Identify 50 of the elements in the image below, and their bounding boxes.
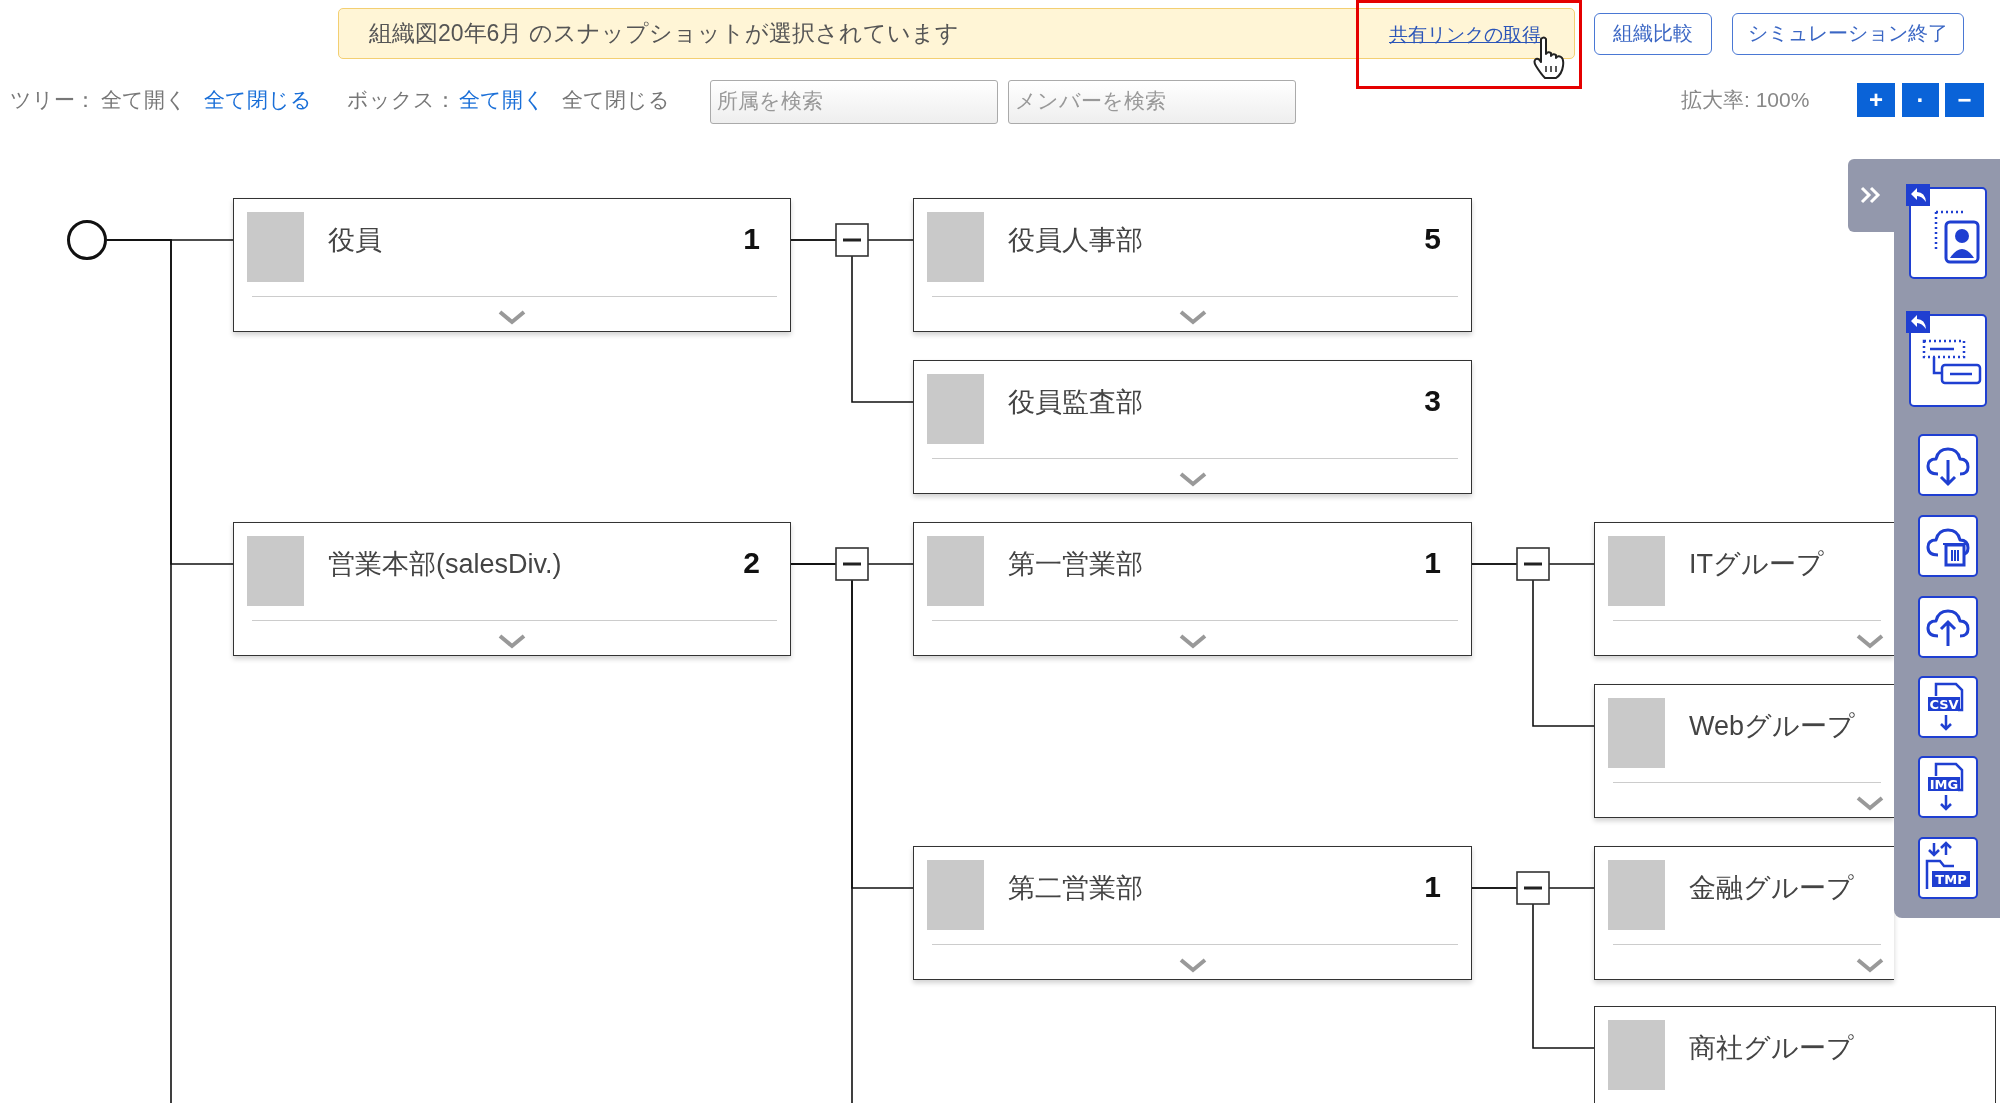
unit-name: 第一営業部	[1008, 548, 1143, 581]
zoom-in-button: +	[1857, 83, 1895, 117]
compare-button: 組織比較	[1594, 13, 1712, 55]
org-unit-card	[913, 198, 1472, 332]
toolbar-label: ツリー：	[10, 87, 96, 113]
unit-name: 役員人事部	[1008, 224, 1143, 257]
share-link: 共有リンクの取得	[1389, 23, 1541, 47]
collapse-all-link: 全て閉じる	[204, 87, 312, 113]
unit-name: 金融グループ	[1689, 872, 1854, 905]
search-field: メンバーを検索	[1008, 80, 1296, 124]
org-unit-card	[1594, 846, 1894, 980]
toolbar-label: ボックス：	[347, 87, 456, 113]
tmp-transfer-button: TMP	[1918, 837, 1978, 899]
search-field: 所属を検索	[710, 80, 998, 124]
unit-name: Webグループ	[1689, 710, 1856, 743]
unit-name: 役員	[328, 224, 382, 257]
member-count: 3	[1424, 383, 1441, 419]
member-count: 2	[743, 545, 760, 581]
zoom-level-text: 拡大率: 100%	[1681, 87, 1810, 113]
member-count: 5	[1424, 221, 1441, 257]
org-unit-card	[233, 198, 791, 332]
expand-all-link: 全て開く	[101, 87, 187, 113]
unit-name: 商社グループ	[1689, 1032, 1854, 1065]
end-simulation-button: シミュレーション終了	[1732, 13, 1964, 55]
org-unit-card	[1594, 1006, 1996, 1103]
member-count: 1	[1424, 545, 1441, 581]
zoom-reset-button: ·	[1902, 83, 1939, 117]
org-unit-card	[1594, 522, 1894, 656]
notice-text: 組織図20年6月 のスナップショットが選択されています	[369, 19, 959, 48]
org-unit-card	[913, 846, 1472, 980]
unit-name: ITグループ	[1689, 548, 1824, 581]
org-unit-card	[233, 522, 791, 656]
connector-line	[1471, 563, 1595, 727]
unit-name: 第二営業部	[1008, 872, 1143, 905]
org-unit-card	[913, 522, 1472, 656]
connector-line	[106, 239, 172, 1103]
member-count: 1	[1424, 869, 1441, 905]
expand-all-link: 全て開く	[459, 87, 545, 113]
zoom-out-button: −	[1945, 83, 1984, 117]
unit-name: 役員監査部	[1008, 386, 1143, 419]
connector-line	[790, 239, 914, 403]
member-count: 1	[743, 221, 760, 257]
org-unit-card	[1594, 684, 1894, 818]
collapse-all-link: 全て閉じる	[562, 87, 670, 113]
unit-name: 営業本部(salesDiv.)	[328, 548, 562, 581]
img-download-button: IMG	[1918, 756, 1978, 818]
org-unit-card	[913, 360, 1472, 494]
connector-line	[790, 563, 853, 1103]
root-circle	[67, 220, 107, 260]
csv-download-button: CSV	[1918, 676, 1978, 738]
